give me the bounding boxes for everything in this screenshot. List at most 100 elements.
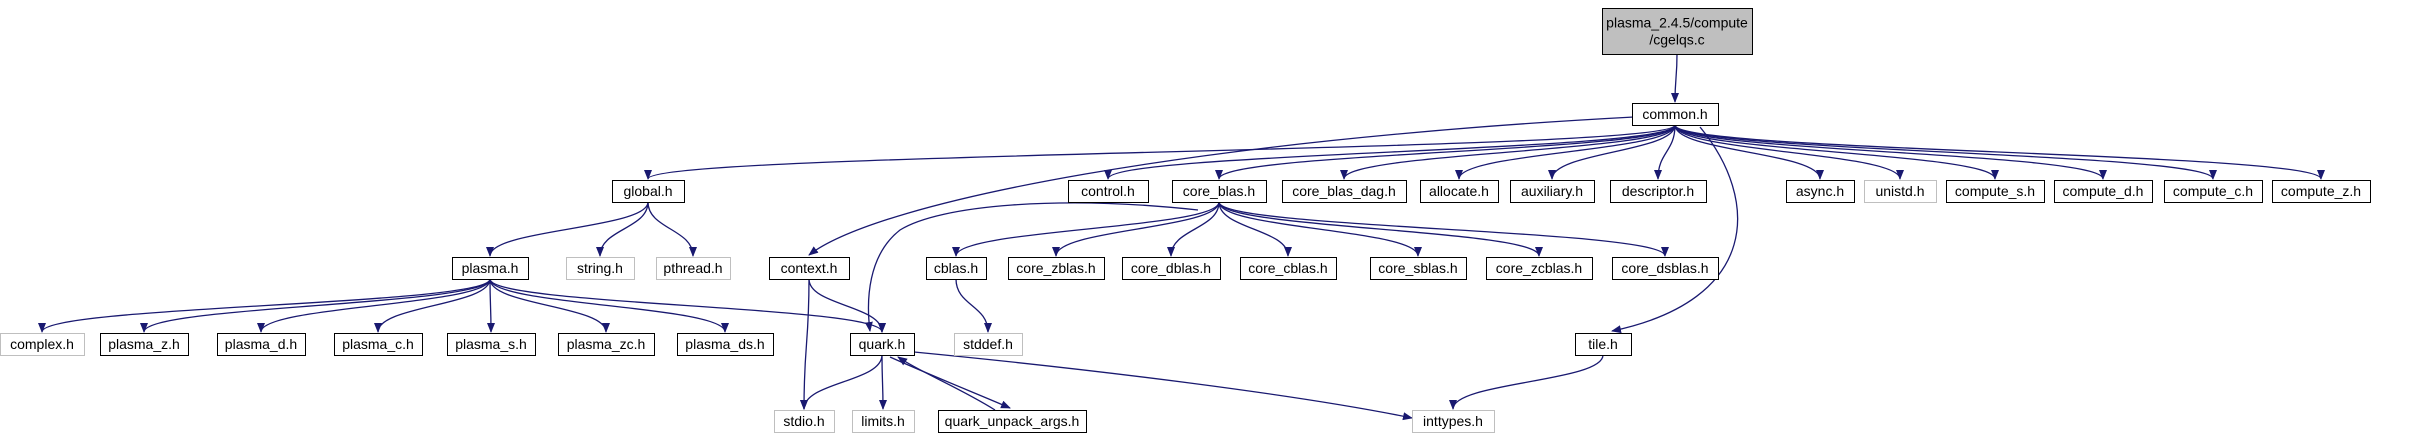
node-box <box>1282 180 1407 203</box>
edge-quark_h-to-quark_unpack_args_h <box>889 356 1011 409</box>
node-core-sblas-h[interactable]: core_sblas.h <box>1370 257 1467 280</box>
edge-core_blas_h-to-cblas_h <box>952 201 1220 257</box>
node-complex-h: complex.h <box>0 333 85 356</box>
node-box <box>452 257 529 280</box>
node-core-blas-dag-h[interactable]: core_blas_dag.h <box>1282 180 1407 203</box>
node-box <box>926 257 987 280</box>
edge-global_h-to-pthread_h <box>647 201 697 257</box>
edge-common_h-to-auxiliary_h <box>1548 124 1676 180</box>
edge-common_h-to-core_blas_dag_h <box>1340 124 1676 180</box>
node-box <box>2164 180 2263 203</box>
node-box <box>1786 180 1855 203</box>
node-plasma-z-h[interactable]: plasma_z.h <box>100 333 189 356</box>
edge-common_h-to-unistd_h <box>1674 124 1904 180</box>
node-cblas-h[interactable]: cblas.h <box>926 257 987 280</box>
node-compute-z-h[interactable]: compute_z.h <box>2272 180 2371 203</box>
node-label: auxiliary.h <box>1521 183 1583 199</box>
edges-layer <box>38 53 2325 421</box>
node-label: descriptor.h <box>1622 183 1694 199</box>
node-box <box>1602 8 1753 55</box>
node-plasma-h[interactable]: plasma.h <box>452 257 529 280</box>
node-compute-c-h[interactable]: compute_c.h <box>2164 180 2263 203</box>
node-core-zblas-h[interactable]: core_zblas.h <box>1008 257 1105 280</box>
node-quark-unpack-args-h[interactable]: quark_unpack_args.h <box>938 410 1087 433</box>
node-label: stddef.h <box>963 336 1013 352</box>
node-label: cblas.h <box>934 260 978 276</box>
node-control-h[interactable]: control.h <box>1068 180 1149 203</box>
node-common-h[interactable]: common.h <box>1632 103 1719 126</box>
node-label: compute_d.h <box>2063 183 2144 199</box>
node-label: limits.h <box>861 413 905 429</box>
node-core-dsblas-h[interactable]: core_dsblas.h <box>1612 257 1719 280</box>
edge-core_blas_h-to-core_dblas_h <box>1167 201 1220 257</box>
node-compute-s-h[interactable]: compute_s.h <box>1946 180 2045 203</box>
node-box <box>558 333 655 356</box>
node-label: allocate.h <box>1429 183 1489 199</box>
node-plasma-s-h[interactable]: plasma_s.h <box>447 333 536 356</box>
node-plasma-d-h[interactable]: plasma_d.h <box>217 333 306 356</box>
node-box <box>612 180 685 203</box>
node-context-h[interactable]: context.h <box>769 257 850 280</box>
node-box <box>1172 180 1267 203</box>
node-box <box>1240 257 1337 280</box>
node-string-h: string.h <box>566 257 635 280</box>
node-async-h[interactable]: async.h <box>1786 180 1855 203</box>
node-box <box>566 257 635 280</box>
node-box <box>774 410 835 433</box>
node-label: core_sblas.h <box>1378 260 1457 276</box>
node-label: pthread.h <box>663 260 722 276</box>
edge-plasma_h-to-quark_h <box>489 278 886 333</box>
edge-core_blas_h-to-core_dsblas_h <box>1218 201 1669 257</box>
node-box <box>656 257 731 280</box>
edge-cblas_h-to-stddef_h <box>955 278 992 333</box>
edge-global_h-to-plasma_h <box>486 201 649 257</box>
edge-core_blas_h-to-core_sblas_h <box>1218 201 1422 257</box>
node-auxiliary-h[interactable]: auxiliary.h <box>1510 180 1595 203</box>
node-box <box>677 333 774 356</box>
node-plasma-c-h[interactable]: plasma_c.h <box>334 333 423 356</box>
node-root[interactable]: plasma_2.4.5/compute/cgelqs.c <box>1602 8 1753 55</box>
node-label: plasma_d.h <box>225 336 297 352</box>
edge-plasma_h-to-plasma_s_h <box>486 278 495 333</box>
edge-root-to-common_h <box>1671 53 1680 103</box>
edge-plasma_h-to-complex_h <box>38 278 491 333</box>
edge-common_h-to-async_h <box>1674 124 1824 180</box>
edge-plasma_h-to-plasma_d_h <box>257 278 491 333</box>
node-core-cblas-h[interactable]: core_cblas.h <box>1240 257 1337 280</box>
edge-common_h-to-compute_z_h <box>1674 124 2325 180</box>
node-label: compute_c.h <box>2173 183 2253 199</box>
node-plasma-zc-h[interactable]: plasma_zc.h <box>558 333 655 356</box>
node-label: quark.h <box>859 336 906 352</box>
node-box <box>1946 180 2045 203</box>
node-label: core_blas.h <box>1183 183 1255 199</box>
edge-core_blas_h-to-core_zcblas_h <box>1218 201 1543 257</box>
node-core-zcblas-h[interactable]: core_zcblas.h <box>1486 257 1593 280</box>
node-descriptor-h[interactable]: descriptor.h <box>1610 180 1707 203</box>
node-label: plasma.h <box>462 260 519 276</box>
node-global-h[interactable]: global.h <box>612 180 685 203</box>
node-label: core_zcblas.h <box>1496 260 1582 276</box>
nodes-layer: plasma_2.4.5/compute/cgelqs.c common.h glo… <box>0 8 2371 433</box>
node-box <box>1864 180 1937 203</box>
edge-common_h-to-control_h <box>1104 124 1676 180</box>
node-box <box>100 333 189 356</box>
edge-quark_h-to-limits_h <box>878 354 887 410</box>
node-tile-h[interactable]: tile.h <box>1575 333 1632 356</box>
node-label: global.h <box>623 183 672 199</box>
edge-plasma_h-to-plasma_z_h <box>140 278 491 333</box>
node-allocate-h[interactable]: allocate.h <box>1420 180 1499 203</box>
node-box <box>334 333 423 356</box>
edge-common_h-to-allocate_h <box>1455 124 1676 180</box>
node-box <box>1510 180 1595 203</box>
node-core-blas-h[interactable]: core_blas.h <box>1172 180 1267 203</box>
node-plasma-ds-h[interactable]: plasma_ds.h <box>677 333 774 356</box>
node-box <box>1068 180 1149 203</box>
node-core-dblas-h[interactable]: core_dblas.h <box>1122 257 1221 280</box>
node-quark-h[interactable]: quark.h <box>850 333 915 356</box>
edge-core_blas_h-to-core_zblas_h <box>1052 201 1220 257</box>
node-label: unistd.h <box>1875 183 1924 199</box>
node-label: plasma_zc.h <box>567 336 646 352</box>
node-compute-d-h[interactable]: compute_d.h <box>2054 180 2153 203</box>
edge-common_h-to-compute_s_h <box>1674 124 1999 180</box>
